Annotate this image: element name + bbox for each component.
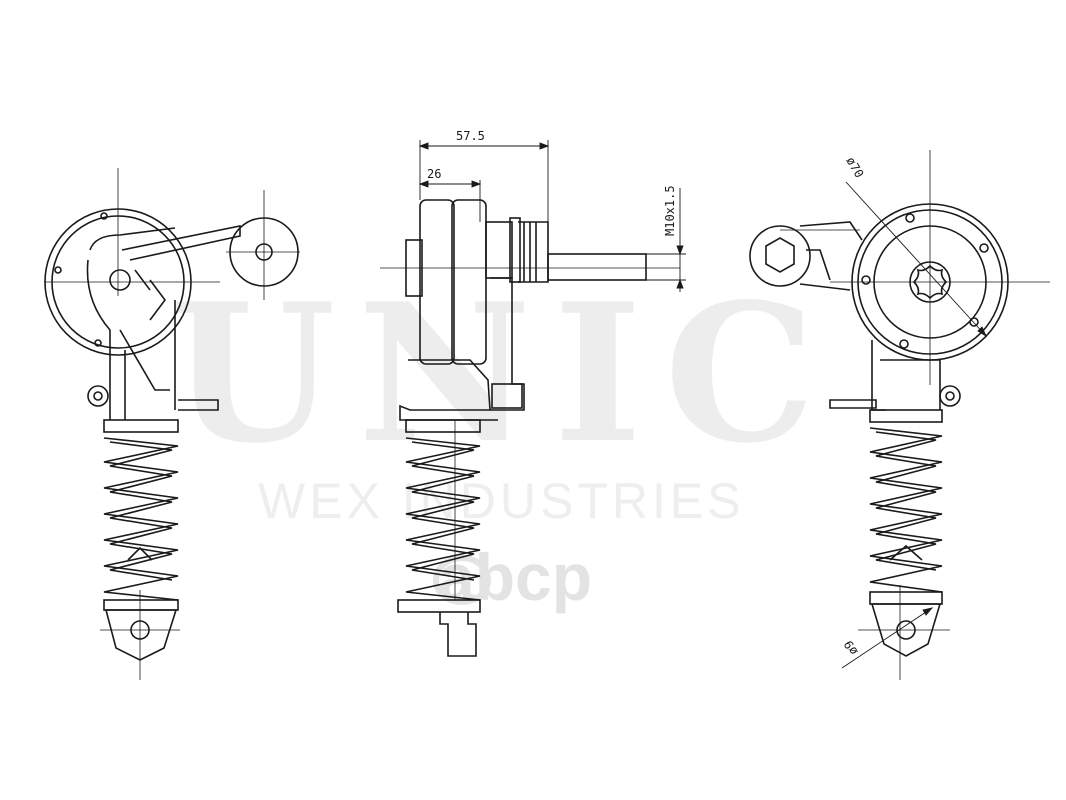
middle-rod-end [439, 612, 477, 657]
dim-pulley-diameter: ø70 [843, 155, 866, 181]
right-rod-end [870, 603, 942, 657]
right-dimension-leaders [841, 181, 988, 669]
middle-spring [397, 419, 481, 613]
dim-mount-hole: ø9 [841, 638, 860, 658]
middle-view [397, 199, 647, 657]
middle-bracket [399, 277, 525, 421]
left-pulley [44, 208, 192, 356]
middle-shaft [547, 253, 647, 281]
watermark-badge: abcp [438, 540, 592, 614]
left-rod-end [104, 609, 178, 661]
center-lines [44, 150, 1050, 680]
dim-pulley-width: 26 [427, 167, 441, 181]
left-side-ear [87, 385, 109, 407]
dim-total-length: 57.5 [456, 129, 485, 143]
dim-thread: M10x1.5 [663, 185, 677, 236]
left-idler-wheel [229, 217, 299, 287]
right-view [749, 203, 1009, 657]
middle-pulley [405, 199, 487, 365]
right-spring [869, 409, 943, 605]
watermark-subtitle: WEX INDUSTRIES [258, 473, 745, 529]
left-spring [103, 419, 179, 611]
left-view [44, 208, 299, 661]
abcp-logo-icon [433, 555, 491, 605]
left-arm [86, 225, 241, 420]
dimension-lines [418, 140, 686, 292]
watermark: UNIC WEX INDUSTRIES abcp [170, 262, 837, 614]
middle-bolt-head [485, 217, 549, 283]
right-side-ear [939, 385, 961, 407]
torx-bolt-icon [909, 261, 951, 303]
watermark-brand: UNIC [170, 262, 837, 485]
